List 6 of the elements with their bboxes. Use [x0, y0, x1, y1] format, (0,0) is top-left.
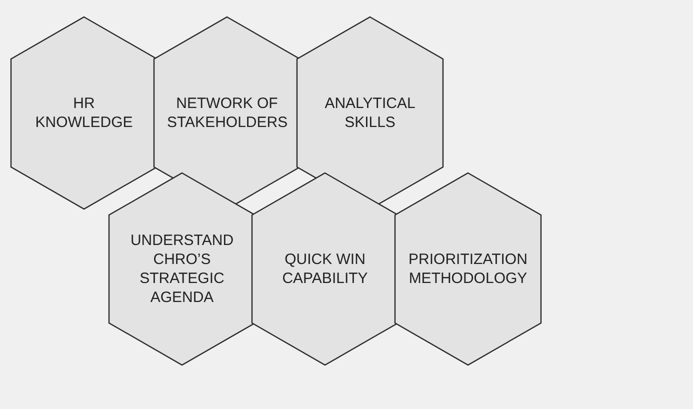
hexagon-label: ANALYTICAL SKILLS [324, 94, 416, 132]
hexagon-label: UNDERSTAND CHRO’S STRATEGIC AGENDA [129, 231, 235, 307]
hexagon-label: HR KNOWLEDGE [34, 94, 134, 132]
hexagon-label: QUICK WIN CAPABILITY [281, 250, 369, 288]
hexagon-label: NETWORK OF STAKEHOLDERS [167, 94, 287, 132]
hexagon-label: PRIORITIZATION METHODOLOGY [408, 250, 528, 288]
